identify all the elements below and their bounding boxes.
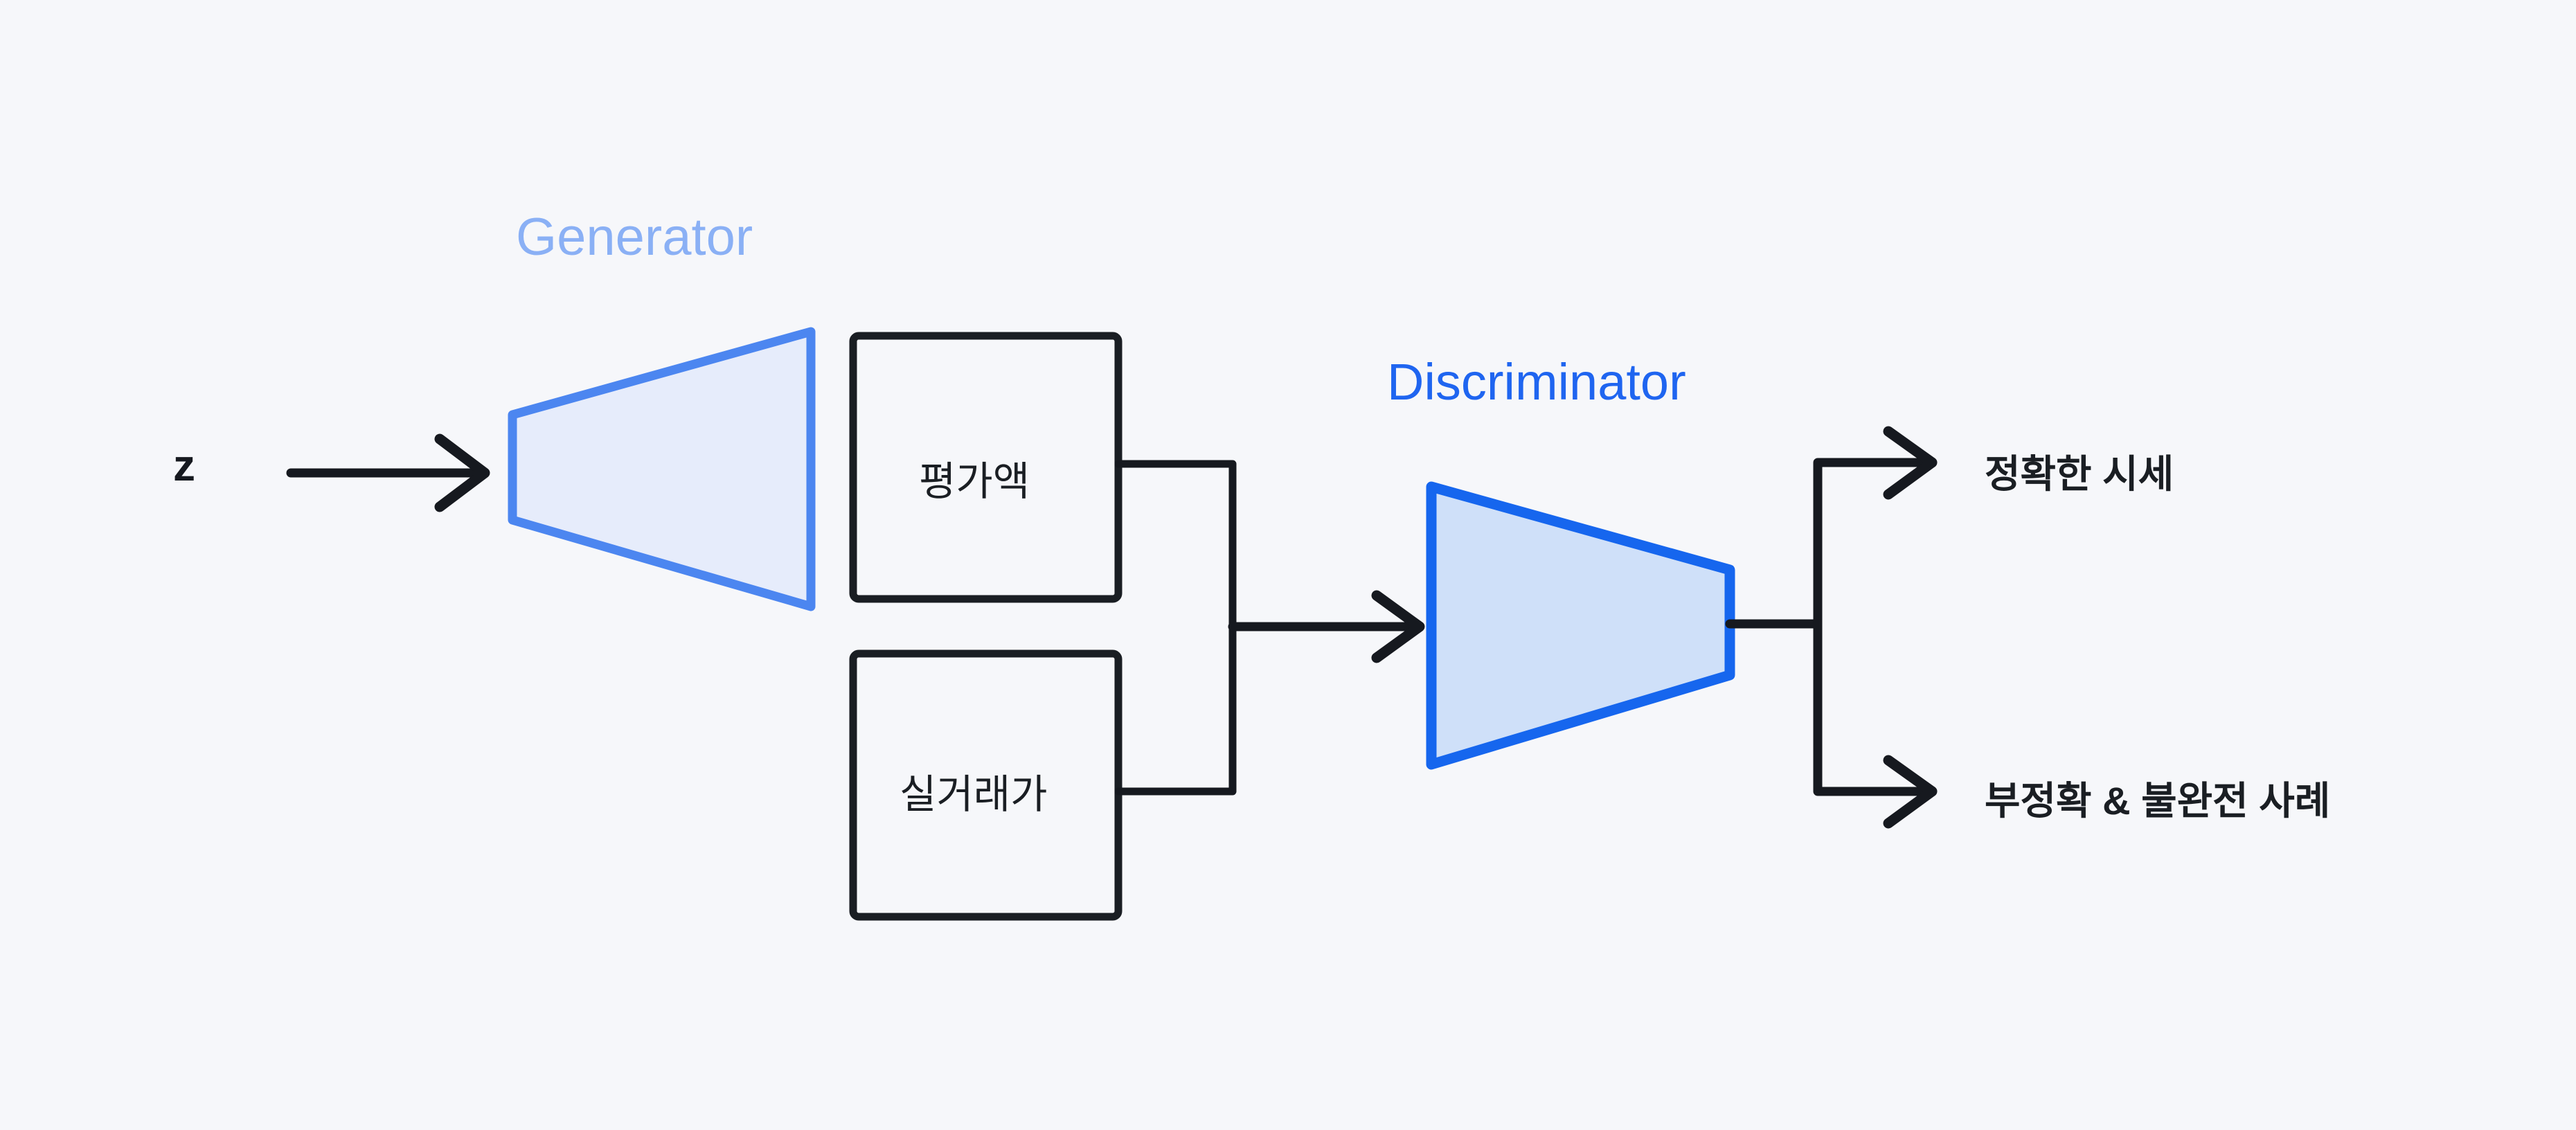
output-label-accurate-price: 정확한 시세 (1985, 452, 2174, 496)
box-label-actual-price: 실거래가 (900, 772, 1048, 817)
discriminator-label: Discriminator (1387, 353, 1686, 411)
output-connectors (1725, 426, 1938, 829)
box-actual-price[interactable] (849, 649, 1122, 921)
output-label-inaccurate-cases: 부정확 & 불완전 사례 (1985, 779, 2331, 823)
generator-label: Generator (516, 208, 753, 267)
generator-shape[interactable] (508, 327, 816, 611)
merge-connectors (1114, 460, 1425, 796)
box-label-appraised-value: 평가액 (919, 459, 1030, 504)
input-arrow (286, 433, 490, 512)
discriminator-shape[interactable] (1426, 481, 1735, 770)
input-label-z: z (173, 440, 195, 490)
